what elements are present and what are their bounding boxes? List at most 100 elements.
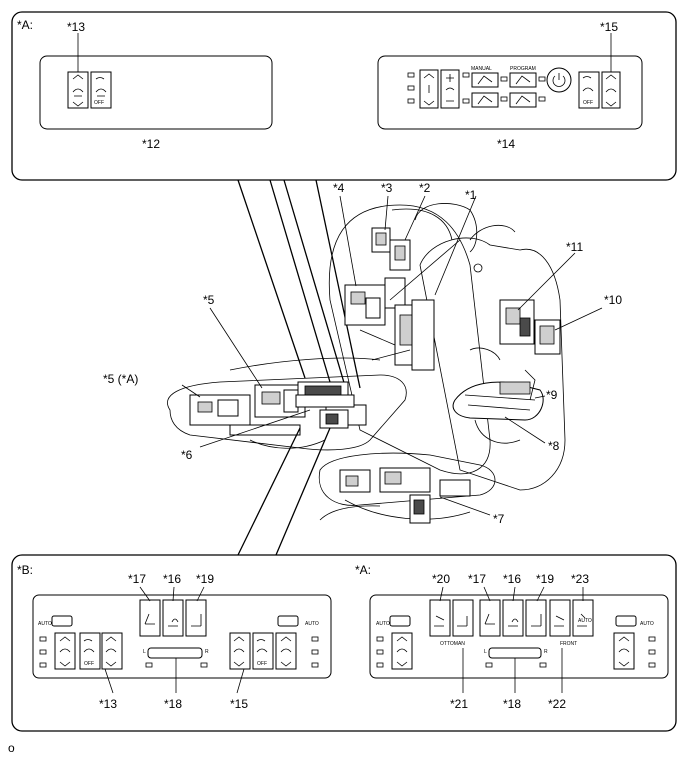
indicator — [200, 662, 208, 668]
label-15-b: *15 — [230, 697, 248, 711]
leader-box-a-1 — [237, 179, 306, 379]
front-seat-icon — [554, 615, 565, 627]
leader-box-a-4 — [315, 179, 361, 389]
label-10: *10 — [604, 293, 622, 307]
leader-15-b — [236, 668, 245, 694]
seat-vent-icon — [95, 77, 107, 97]
arrow-down-icon — [72, 101, 84, 107]
label-18-b: *18 — [164, 697, 182, 711]
leader-box-a-2 — [269, 179, 331, 383]
leader-box-b — [237, 427, 301, 556]
auto-label: AUTO — [578, 618, 592, 624]
auto-label: AUTO — [376, 621, 390, 627]
label-9: *9 — [546, 388, 558, 402]
climate-switch-b-right — [229, 632, 251, 670]
indicator — [462, 72, 470, 78]
display-bar-18-a — [488, 647, 542, 659]
off-label: OFF — [94, 100, 104, 106]
seat-heater-icon — [618, 636, 630, 667]
indicator — [648, 649, 656, 655]
label-5: *5 — [203, 293, 215, 307]
heater-switch-a-right — [613, 632, 635, 670]
label-16-b: *16 — [163, 572, 181, 586]
vent-switch-right — [578, 71, 600, 109]
leader-19-a — [536, 586, 545, 602]
auto-button-right — [277, 615, 299, 627]
indicator — [311, 649, 319, 655]
leader-5 — [209, 307, 263, 389]
label-a-bottom: *A: — [355, 563, 371, 577]
label-7: *7 — [493, 512, 505, 526]
vent-switch-b-right — [252, 632, 274, 670]
button-21 — [452, 599, 474, 637]
label-12: *12 — [142, 137, 160, 151]
leader-16-b — [172, 586, 175, 602]
arrow-up-down-icon — [423, 73, 435, 106]
label-a-top: *A: — [17, 18, 33, 32]
program-button-1 — [509, 72, 537, 88]
program-button-2 — [509, 92, 537, 108]
seat-heater-switch — [67, 71, 89, 109]
auto-button-left — [389, 615, 411, 627]
program-label: PROGRAM — [510, 66, 536, 72]
seat-illustration — [167, 203, 566, 524]
leader-8 — [504, 416, 546, 444]
leader-16-a — [512, 586, 516, 602]
leader-7 — [439, 496, 491, 516]
indicator — [539, 662, 547, 668]
label-8: *8 — [548, 439, 560, 453]
indicator — [407, 72, 415, 78]
label-19-a: *19 — [536, 572, 554, 586]
heater-switch-right — [601, 71, 621, 109]
leader-19-b — [196, 586, 205, 602]
indicator — [407, 98, 415, 104]
label-21: *21 — [450, 697, 468, 711]
indicator — [648, 662, 656, 668]
adjust-switch — [440, 69, 460, 109]
indicator — [145, 662, 153, 668]
label-18-a: *18 — [503, 697, 521, 711]
leader-17-a — [483, 586, 491, 602]
manual-label: MANUAL — [471, 66, 492, 72]
heater-switch-b-right — [275, 632, 297, 670]
indicator — [648, 636, 656, 642]
seat-vent-switch — [90, 71, 112, 109]
button-16-b — [162, 599, 184, 637]
label-2: *2 — [419, 181, 431, 195]
l-label: L — [143, 649, 146, 655]
arrow-up-icon — [72, 74, 84, 80]
label-4: *4 — [333, 181, 345, 195]
button-17-a — [479, 599, 501, 637]
indicator — [39, 636, 47, 642]
label-14: *14 — [497, 137, 515, 151]
auto-button-left — [51, 615, 73, 627]
leader-17-b — [139, 586, 151, 602]
leader-6 — [199, 409, 311, 448]
footer-mark: o — [8, 741, 15, 755]
indicator — [500, 96, 508, 102]
seat-vent-icon — [168, 618, 179, 627]
display-bar-18-b — [147, 647, 203, 659]
auto-label: AUTO — [305, 621, 319, 627]
seat-recline-icon — [515, 75, 531, 105]
seat-recline-icon — [191, 614, 202, 627]
seat-recline-icon — [484, 613, 495, 625]
detail-box-bottom — [11, 554, 677, 732]
leader-13-b — [104, 668, 114, 694]
vent-switch-b-left — [79, 632, 101, 670]
leader-20 — [439, 586, 444, 602]
indicator — [485, 662, 493, 668]
button-16-a — [502, 599, 524, 637]
indicator — [538, 76, 546, 82]
indicator — [376, 649, 384, 655]
label-20: *20 — [432, 572, 450, 586]
label-17-b: *17 — [128, 572, 146, 586]
climate-switch-b-left — [101, 632, 123, 670]
indicator — [311, 636, 319, 642]
leader-box-a-bottom — [275, 427, 331, 556]
leader-11 — [517, 252, 576, 311]
seat-vent-icon — [256, 639, 268, 653]
button-19-b — [185, 599, 207, 637]
seat-heater-icon — [605, 74, 617, 107]
seat-heater-icon — [396, 636, 408, 667]
